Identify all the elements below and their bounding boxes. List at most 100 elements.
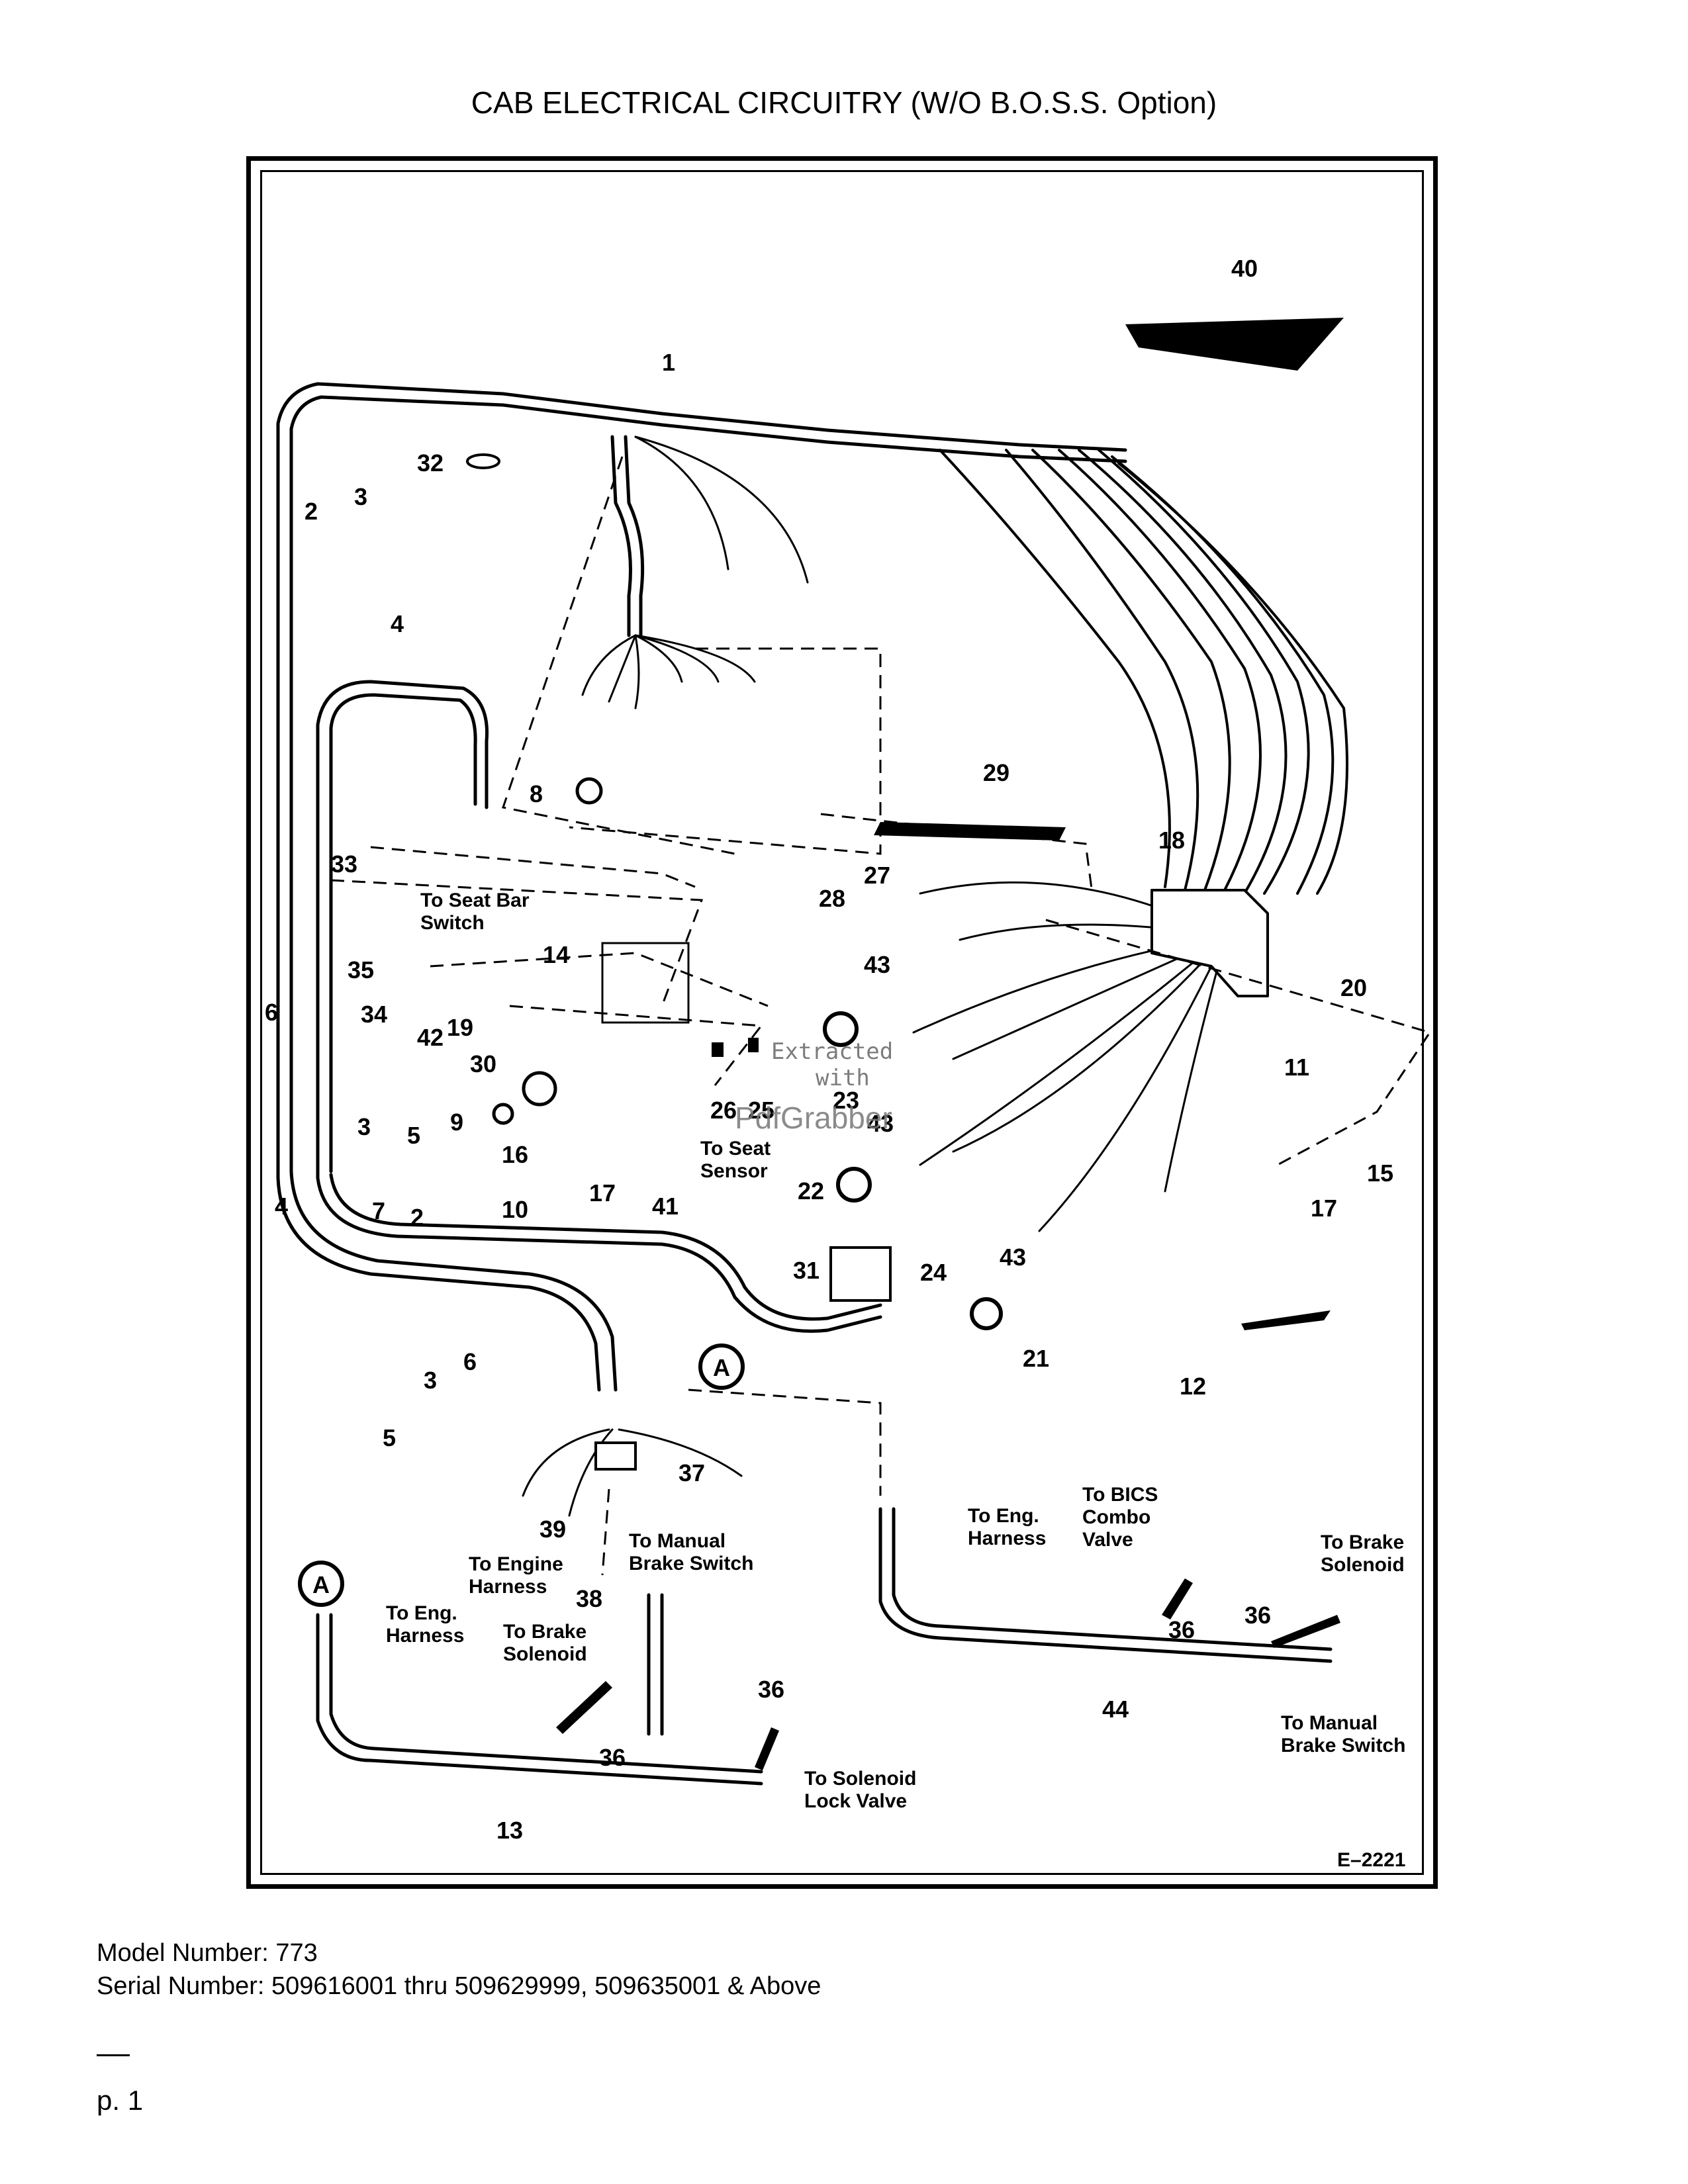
part-40 — [1125, 318, 1344, 371]
loop-harness — [316, 680, 489, 1180]
part-number-n18: 18 — [1158, 827, 1185, 854]
part-29 — [874, 822, 1066, 841]
part-number-n13: 13 — [496, 1817, 523, 1844]
callout-manual_brake_1-line-0: To Manual — [629, 1530, 726, 1552]
callout-manual_brake_2-line-0: To Manual — [1281, 1712, 1378, 1734]
serial-number: Serial Number: 509616001 thru 509629999,… — [97, 1972, 821, 2000]
main-harness — [276, 382, 1127, 465]
connector-18 — [1150, 889, 1269, 997]
left-harness-run — [276, 461, 601, 1392]
part-number-n17b: 17 — [1311, 1195, 1337, 1222]
callout-eng_harness_2: To Eng.Harness — [386, 1602, 464, 1647]
watermark-brand: PdfGrabber — [735, 1101, 892, 1135]
left-harness-run-inner — [289, 461, 618, 1392]
main-harness-inner — [289, 395, 1127, 465]
part-number-n10: 10 — [502, 1196, 528, 1223]
part-number-n4b: 4 — [275, 1193, 288, 1220]
part-number-n36c: 36 — [758, 1676, 784, 1703]
callout-manual_brake_2-line-1: Brake Switch — [1281, 1735, 1405, 1756]
callout-seat_sensor-line-1: Sensor — [700, 1160, 768, 1182]
part-number-n22: 22 — [798, 1177, 824, 1205]
callout-eng_harness_1-line-1: Harness — [968, 1527, 1046, 1549]
model-number: Model Number: 773 — [97, 1939, 318, 1967]
part-number-n19: 19 — [447, 1014, 473, 1041]
part-number-n38: 38 — [576, 1585, 602, 1612]
lower-loop — [316, 1176, 882, 1333]
part-number-n2b: 2 — [410, 1204, 424, 1231]
part-number-n34: 34 — [361, 1001, 387, 1028]
callout-eng_harness_1-line-0: To Eng. — [968, 1505, 1039, 1527]
center-drop — [610, 435, 632, 637]
part-number-n41: 41 — [652, 1193, 679, 1220]
callout-eng_harness_2-line-0: To Eng. — [386, 1602, 457, 1624]
part-number-n9: 9 — [450, 1109, 463, 1136]
page-rule — [97, 2054, 130, 2056]
part-number-n21: 21 — [1023, 1345, 1049, 1372]
part-number-n42: 42 — [417, 1024, 444, 1051]
callout-eng_harness_1: To Eng.Harness — [968, 1505, 1046, 1549]
part-number-n36a: 36 — [1168, 1616, 1195, 1643]
callout-solenoid_lock-line-0: To Solenoid — [804, 1768, 916, 1790]
part-number-n35: 35 — [348, 956, 374, 983]
part-number-n4a: 4 — [391, 610, 404, 637]
part-number-n36b: 36 — [1244, 1602, 1271, 1629]
callout-seat_bar-line-1: Switch — [420, 912, 485, 934]
part-number-n28: 28 — [819, 885, 845, 912]
callout-brake_sol_2-line-0: To Brake — [503, 1621, 586, 1643]
callout-eng_harness_2-line-1: Harness — [386, 1625, 464, 1647]
callout-seat_bar-line-0: To Seat Bar — [420, 889, 530, 911]
marker-circle-marker_a2 — [298, 1561, 344, 1607]
callout-engine_harness-line-1: Harness — [469, 1576, 547, 1598]
loop-harness-inner — [329, 693, 477, 1173]
part-number-n30: 30 — [470, 1050, 496, 1077]
part-number-n6a: 6 — [265, 999, 278, 1026]
part-number-n5b: 5 — [383, 1424, 396, 1451]
part-number-n6b: 6 — [463, 1348, 477, 1375]
part-number-n33: 33 — [331, 850, 357, 878]
part-number-n16: 16 — [502, 1141, 528, 1168]
part-number-n2a: 2 — [305, 498, 318, 525]
diagram-frame — [246, 156, 1438, 1889]
part-number-n39: 39 — [539, 1516, 566, 1543]
harness-44 — [878, 1507, 1333, 1663]
page-title: CAB ELECTRICAL CIRCUITRY (W/O B.O.S.S. O… — [471, 85, 1217, 120]
part-number-n43c: 43 — [1000, 1244, 1026, 1271]
main-bundle — [939, 449, 1171, 888]
part-number-n36d: 36 — [599, 1744, 626, 1771]
part-number-n43a: 43 — [864, 951, 890, 978]
callout-engine_harness-line-0: To Engine — [469, 1553, 563, 1575]
watermark-line1: Extracted — [771, 1038, 893, 1065]
callout-solenoid_lock-line-1: Lock Valve — [804, 1790, 907, 1812]
part-number-n40: 40 — [1231, 255, 1258, 282]
callout-bics-line-0: To BICS — [1082, 1484, 1158, 1506]
watermark: Extracted with PdfGrabber — [735, 1038, 893, 1135]
part-number-n37: 37 — [679, 1459, 705, 1486]
part-number-n3b: 3 — [357, 1113, 371, 1140]
harness-13 — [316, 1613, 763, 1786]
part-number-n5a: 5 — [407, 1122, 420, 1149]
part-number-n24: 24 — [920, 1259, 947, 1286]
page-number: p. 1 — [97, 2085, 144, 2116]
diagram-inner-border — [260, 170, 1424, 1875]
part-number-n11: 11 — [1284, 1054, 1309, 1081]
harness-13-inner — [329, 1613, 763, 1774]
part-number-n3a: 3 — [354, 483, 367, 510]
part-number-n1: 1 — [662, 349, 675, 376]
harness-44-inner — [892, 1507, 1333, 1651]
part-number-n20: 20 — [1340, 974, 1367, 1001]
part-number-n26: 26 — [710, 1097, 737, 1124]
lower-loop-inner — [329, 1173, 882, 1321]
part-number-n27: 27 — [864, 862, 890, 889]
marker-layer: AA — [298, 1343, 745, 1607]
part-number-n3c: 3 — [424, 1367, 437, 1394]
watermark-line2: with — [816, 1065, 870, 1091]
